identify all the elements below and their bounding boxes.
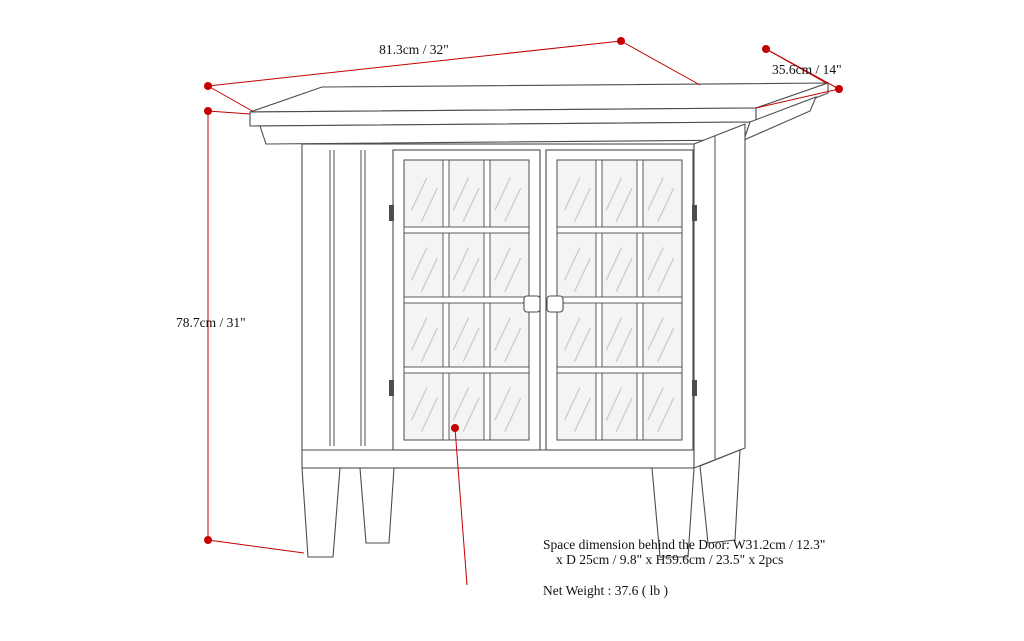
dimension-dot xyxy=(204,107,212,115)
dimension-dot xyxy=(204,82,212,90)
left-stile-planks xyxy=(329,150,366,446)
dimension-annotations: 81.3cm / 32" 35.6cm / 14" 78.7cm / 31" S… xyxy=(176,37,843,598)
dimension-dot xyxy=(762,45,770,53)
dimension-dot xyxy=(617,37,625,45)
depth-extension-front xyxy=(755,88,840,109)
cabinet-top-molding xyxy=(259,121,751,145)
width-dimension-line xyxy=(207,40,622,87)
cabinet-right-side-panel xyxy=(693,123,746,469)
dimension-dot xyxy=(835,85,843,93)
width-extension-left xyxy=(207,85,255,113)
cabinet-drawing xyxy=(249,82,829,558)
right-door-mullions xyxy=(556,159,683,441)
left-door-mullions xyxy=(403,159,530,441)
cabinet-legs xyxy=(301,449,741,558)
width-extension-right xyxy=(620,40,701,86)
space-dimension-note-line2: x D 25cm / 9.8" x H59.6cm / 23.5" x 2pcs xyxy=(556,552,783,567)
dimension-dot xyxy=(204,536,212,544)
net-weight-label: Net Weight : 37.6 ( lb ) xyxy=(543,583,668,598)
height-dimension-label: 78.7cm / 31" xyxy=(176,315,246,330)
height-extension-top xyxy=(207,110,251,115)
depth-extension-back xyxy=(765,48,827,84)
depth-dimension-label: 35.6cm / 14" xyxy=(772,62,842,77)
door-hinges xyxy=(389,205,697,396)
door-handles xyxy=(523,295,564,313)
space-callout-leader xyxy=(454,427,468,586)
back-right-leg xyxy=(699,449,741,544)
front-right-leg xyxy=(651,467,695,558)
cabinet-top-right-edge xyxy=(755,82,829,123)
back-left-leg xyxy=(359,467,395,544)
glass-shine-marks xyxy=(410,177,675,432)
width-dimension-label: 81.3cm / 32" xyxy=(379,42,449,57)
height-extension-bottom xyxy=(207,539,305,554)
front-left-leg xyxy=(301,467,341,558)
cabinet-top-molding-right xyxy=(743,96,818,142)
left-door-handle xyxy=(523,295,541,313)
right-door-handle xyxy=(546,295,564,313)
space-dimension-note-line1: Space dimension behind the Door: W31.2cm… xyxy=(543,537,825,552)
